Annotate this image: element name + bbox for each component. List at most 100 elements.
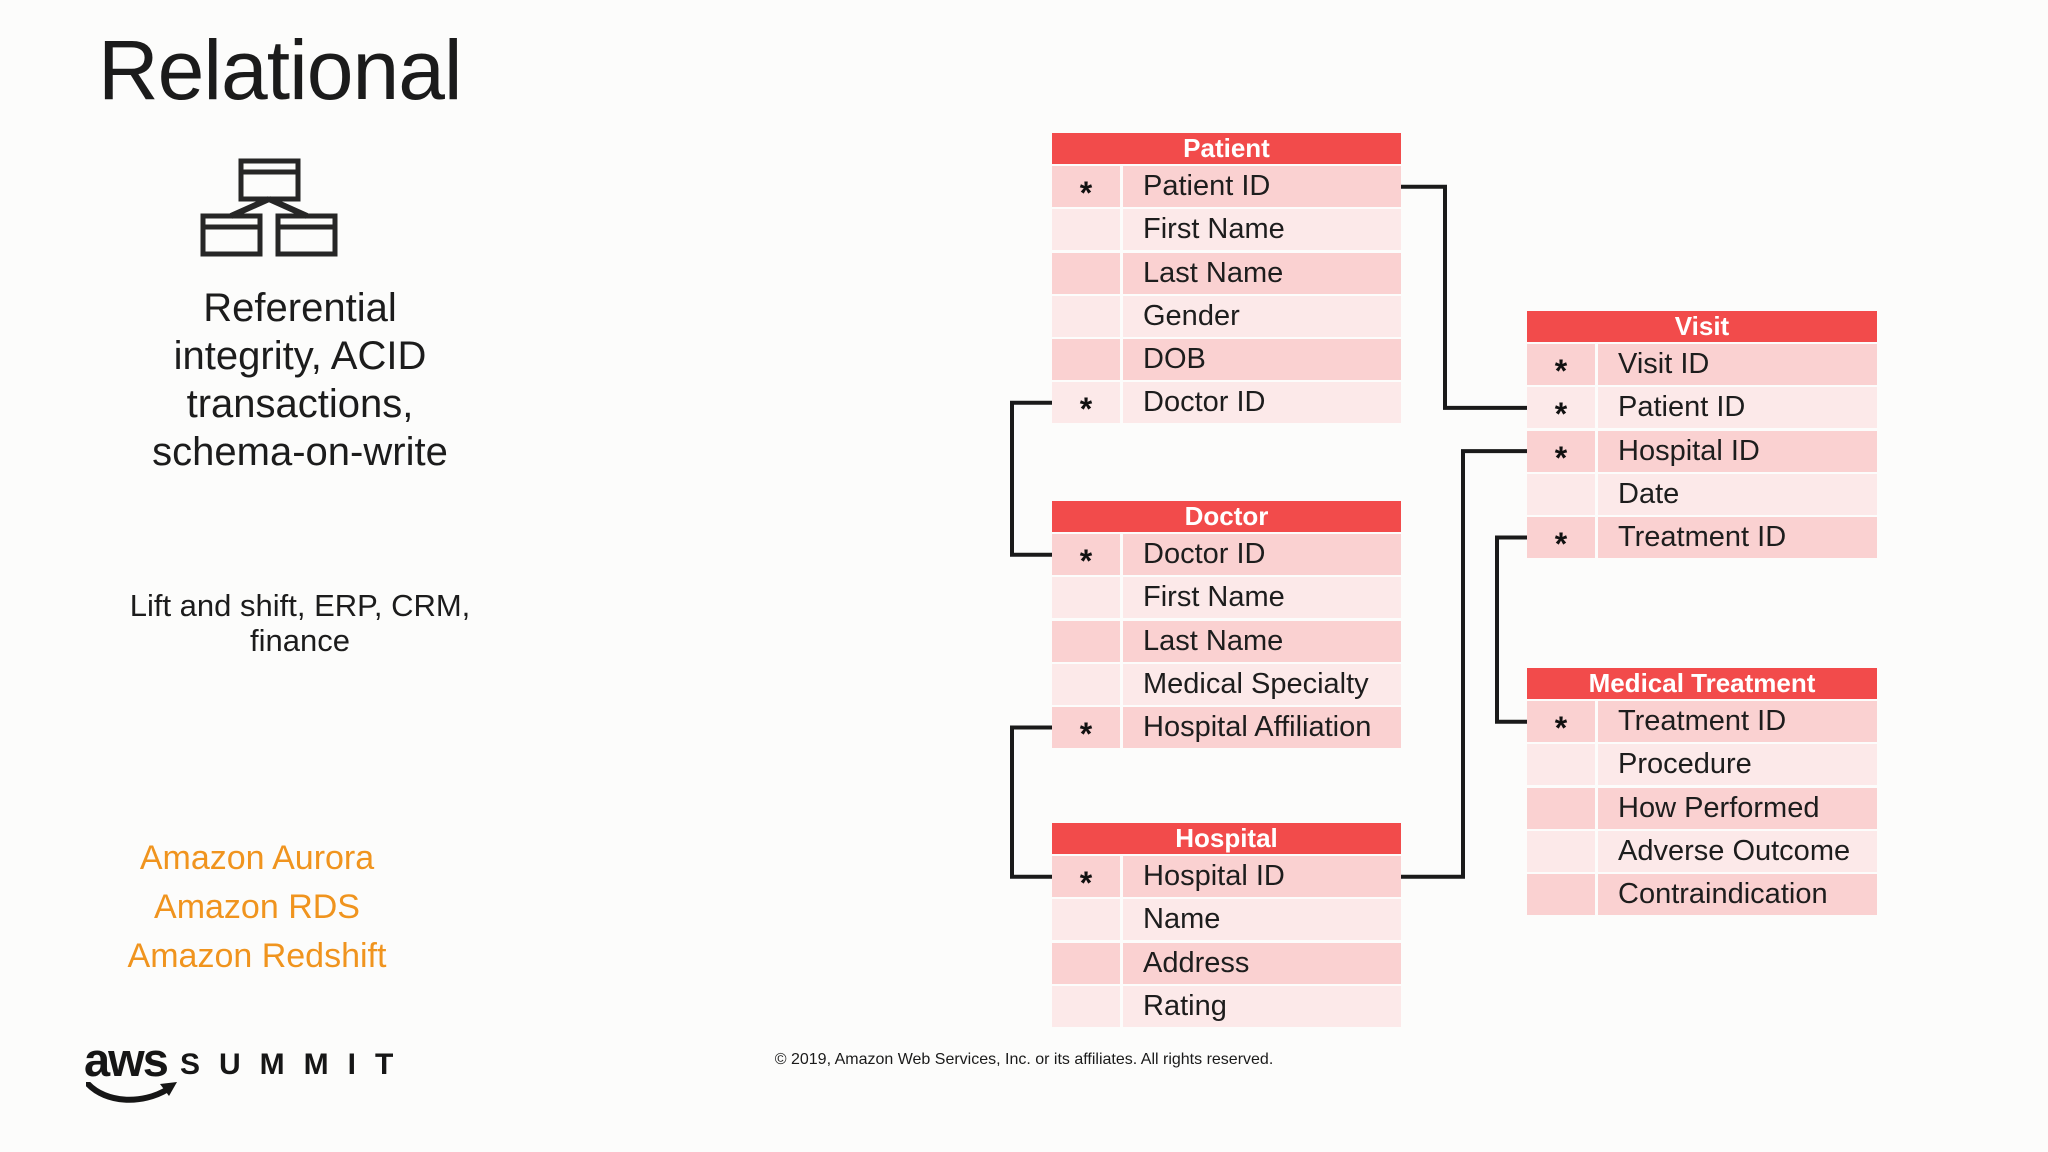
field-label: Contraindication (1598, 874, 1877, 915)
key-marker-cell: * (1527, 430, 1595, 476)
key-marker-cell: * (1527, 387, 1595, 432)
table-row: *Treatment ID (1527, 701, 1877, 746)
key-marker-cell (1527, 787, 1595, 829)
key-marker-cell: * (1052, 856, 1120, 901)
key-marker-cell (1052, 209, 1120, 251)
table-row: *Doctor ID (1052, 382, 1401, 427)
key-marker-cell: * (1527, 517, 1595, 562)
table-row: Name (1052, 899, 1401, 941)
entity-table-header: Medical Treatment (1527, 668, 1877, 699)
table-row: How Performed (1527, 787, 1877, 829)
field-label: DOB (1123, 339, 1401, 380)
table-row: Last Name (1052, 620, 1401, 662)
relationship-line (1495, 535, 1527, 724)
table-row: Procedure (1527, 744, 1877, 786)
relationship-line (1401, 184, 1527, 410)
key-marker-cell: * (1052, 707, 1120, 752)
service-name: Amazon Redshift (127, 937, 387, 975)
table-row: First Name (1052, 577, 1401, 619)
feature-description: Referential integrity, ACID transactions… (152, 286, 448, 474)
table-row: Address (1052, 942, 1401, 984)
key-marker-cell (1052, 899, 1120, 941)
field-label: Patient ID (1598, 387, 1877, 429)
key-marker-cell: * (1527, 701, 1595, 746)
entity-table-header: Doctor (1052, 501, 1401, 532)
table-row: *Treatment ID (1527, 517, 1877, 562)
field-label: Adverse Outcome (1598, 830, 1877, 872)
key-marker-cell (1527, 473, 1595, 515)
table-row: *Hospital Affiliation (1052, 707, 1401, 752)
field-label: Patient ID (1123, 166, 1401, 208)
table-row: DOB (1052, 339, 1401, 380)
service-name: Amazon Aurora (139, 839, 375, 877)
field-label: Last Name (1123, 252, 1401, 294)
field-label: Procedure (1598, 744, 1877, 786)
table-row: Date (1527, 473, 1877, 515)
key-marker-cell (1527, 744, 1595, 786)
field-label: Doctor ID (1123, 382, 1401, 424)
key-marker-cell: * (1052, 382, 1120, 427)
field-label: Gender (1123, 295, 1401, 337)
field-label: Treatment ID (1598, 701, 1877, 743)
key-marker-cell (1052, 663, 1120, 705)
table-row: *Visit ID (1527, 344, 1877, 389)
table-row: Medical Specialty (1052, 663, 1401, 705)
entity-table-header: Patient (1052, 133, 1401, 164)
aws-logo-text: aws (84, 1033, 169, 1086)
field-label: Last Name (1123, 620, 1401, 662)
field-label: Hospital ID (1598, 430, 1877, 472)
key-marker-cell: * (1052, 166, 1120, 211)
key-marker-cell (1527, 830, 1595, 872)
use-cases-text: Lift and shift, ERP, CRM, finance (129, 588, 471, 658)
table-row: First Name (1052, 209, 1401, 251)
field-label: Date (1598, 473, 1877, 515)
relationship-line (1401, 449, 1527, 879)
page-title: Relational (98, 23, 463, 117)
table-row: Last Name (1052, 252, 1401, 294)
key-marker-cell (1527, 874, 1595, 915)
table-row: Gender (1052, 295, 1401, 337)
table-row: *Doctor ID (1052, 534, 1401, 579)
table-row: Contraindication (1527, 874, 1877, 915)
field-label: Rating (1123, 985, 1401, 1027)
field-label: How Performed (1598, 787, 1877, 829)
field-label: First Name (1123, 209, 1401, 251)
field-label: Address (1123, 942, 1401, 984)
field-label: Visit ID (1598, 344, 1877, 386)
copyright-text: © 2019, Amazon Web Services, Inc. or its… (774, 1051, 1274, 1068)
table-row: *Patient ID (1527, 387, 1877, 432)
aws-smile-icon (86, 1082, 177, 1103)
field-label: First Name (1123, 577, 1401, 619)
field-label: Treatment ID (1598, 517, 1877, 558)
key-marker-cell: * (1527, 344, 1595, 389)
entity-table-header: Visit (1527, 311, 1877, 342)
relationship-line (1010, 725, 1052, 879)
field-label: Name (1123, 899, 1401, 941)
key-marker-cell (1052, 620, 1120, 662)
field-label: Hospital ID (1123, 856, 1401, 898)
key-marker-cell (1052, 252, 1120, 294)
key-marker-cell (1052, 295, 1120, 337)
field-label: Doctor ID (1123, 534, 1401, 576)
field-label: Medical Specialty (1123, 663, 1401, 705)
key-marker-cell (1052, 942, 1120, 984)
key-marker-cell (1052, 985, 1120, 1027)
summit-logo-text: SUMMIT (180, 1048, 413, 1081)
key-marker-cell (1052, 339, 1120, 380)
key-marker-cell (1052, 577, 1120, 619)
table-row: *Hospital ID (1527, 430, 1877, 476)
table-row: Adverse Outcome (1527, 830, 1877, 872)
table-row: *Hospital ID (1052, 856, 1401, 901)
table-row: *Patient ID (1052, 166, 1401, 211)
relationship-line (1010, 400, 1052, 557)
service-name: Amazon RDS (154, 888, 360, 926)
table-row: Rating (1052, 985, 1401, 1027)
key-marker-cell: * (1052, 534, 1120, 579)
